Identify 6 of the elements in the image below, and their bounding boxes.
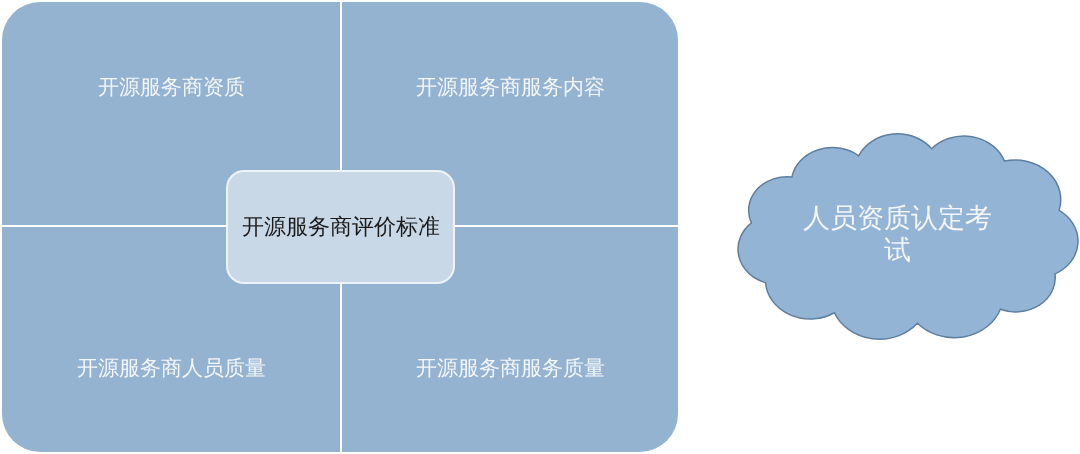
quadrant-label: 开源服务商服务质量: [415, 355, 605, 381]
cloud-label: 人员资质认定考试: [801, 202, 993, 266]
quadrant-label: 开源服务商资质: [97, 74, 245, 100]
center-box: 开源服务商评价标准: [226, 170, 455, 284]
quadrant-label: 开源服务商服务内容: [415, 74, 605, 100]
quadrant-label: 开源服务商人员质量: [76, 355, 266, 381]
